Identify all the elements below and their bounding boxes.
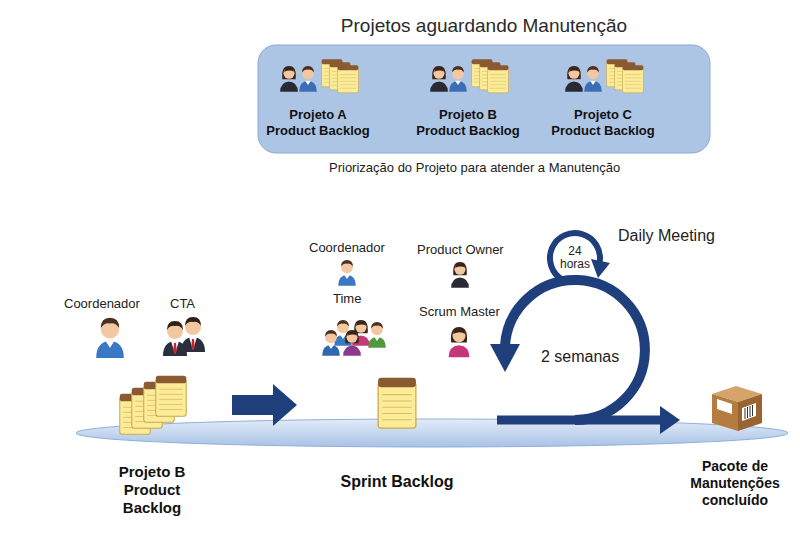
caption-note: Priorização do Projeto para atender a Ma… <box>329 160 620 176</box>
people-backlog-icon <box>430 59 508 93</box>
iteration-loop <box>490 280 645 420</box>
project-backlog: Projeto A Product Backlog <box>264 107 372 138</box>
flow-arrow <box>497 406 680 434</box>
project-backlog: Projeto B Product Backlog <box>414 107 522 138</box>
role-label: Coordenador <box>64 296 140 312</box>
role-label: Time <box>333 291 361 307</box>
ground-band <box>76 419 788 447</box>
people-backlog-icon <box>280 59 358 93</box>
daily-loop <box>550 233 610 280</box>
person-icon <box>449 327 470 357</box>
loop-label: Daily Meeting <box>618 226 715 245</box>
node-text: Projeto B Product Backlog <box>414 107 522 138</box>
arrow-shaft <box>497 416 660 425</box>
sprint-backlog: Sprint Backlog <box>297 372 497 491</box>
loop-label: 2 semanas <box>539 347 621 366</box>
projects-panel <box>258 45 710 153</box>
person-icon <box>343 330 361 356</box>
person-icon <box>96 318 124 358</box>
person-icon <box>451 262 469 288</box>
package-icon <box>712 386 762 431</box>
flow-arrow <box>232 384 297 426</box>
role-label: CTA <box>170 296 195 312</box>
person-icon <box>181 317 205 352</box>
node-text: Sprint Backlog <box>302 472 492 491</box>
arrow-head <box>660 406 680 434</box>
node-text: Projeto C Product Backlog <box>549 107 657 138</box>
panel-heading: Projetos aguardando Manutenção <box>218 15 750 38</box>
loop-label: 24 horas <box>557 245 593 271</box>
role-label: Scrum Master <box>419 304 500 320</box>
person-icon <box>322 330 340 356</box>
arrow-head <box>273 384 297 426</box>
product-backlog: Projeto B Product Backlog <box>72 378 232 517</box>
node-text: Projeto A Product Backlog <box>264 107 372 138</box>
person-icon <box>338 260 356 286</box>
person-icon <box>368 322 386 348</box>
people-backlog-icon <box>565 59 643 93</box>
projects-panel: Projetos aguardando ManutençãoProjeto A … <box>258 45 710 153</box>
node-text: Pacote de Manutenções concluído <box>686 458 784 508</box>
maintenance-package: Pacote de Manutenções concluído <box>680 380 790 508</box>
node-text: Projeto B Product Backlog <box>116 463 188 517</box>
arrow-shaft <box>232 395 273 415</box>
role-label: Coordenador <box>309 240 385 256</box>
project-backlog: Projeto C Product Backlog <box>549 107 657 138</box>
sprint-backlog-icon <box>378 378 416 428</box>
role-label: Product Owner <box>417 242 504 258</box>
backlog-icon <box>156 376 186 417</box>
